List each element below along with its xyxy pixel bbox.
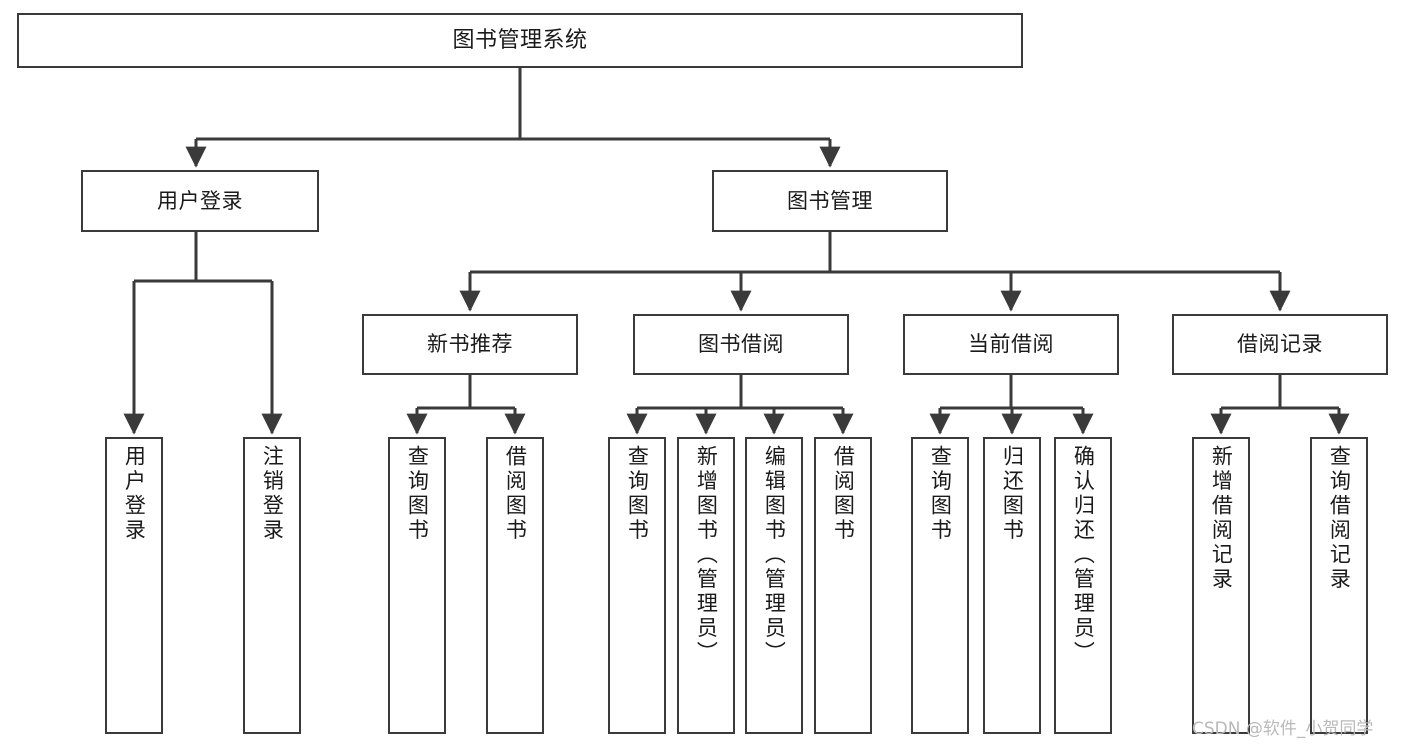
node-borrow-records-label: 借阅记录 bbox=[1237, 332, 1323, 357]
node-current-borrow-label: 当前借阅 bbox=[968, 332, 1054, 357]
node-leaf-borrow-book-rec[interactable]: 借阅图书 bbox=[486, 437, 544, 734]
node-leaf-borrow-book-label: 借阅图书 bbox=[831, 445, 856, 543]
node-leaf-edit-book[interactable]: 编辑图书（管理员） bbox=[745, 437, 803, 734]
node-leaf-query-book-rec[interactable]: 查询图书 bbox=[388, 437, 446, 734]
csdn-watermark: CSDN @软件_小贺同学 bbox=[1192, 719, 1374, 739]
node-current-borrow[interactable]: 当前借阅 bbox=[903, 314, 1119, 375]
node-leaf-borrow-book[interactable]: 借阅图书 bbox=[814, 437, 872, 734]
node-new-book-recommend[interactable]: 新书推荐 bbox=[362, 314, 578, 375]
node-root[interactable]: 图书管理系统 bbox=[17, 13, 1023, 68]
node-leaf-query-book-rec-label: 查询图书 bbox=[405, 445, 430, 543]
node-book-borrow[interactable]: 图书借阅 bbox=[633, 314, 849, 375]
node-leaf-logout[interactable]: 注销登录 bbox=[243, 437, 301, 734]
node-root-label: 图书管理系统 bbox=[452, 27, 588, 53]
node-leaf-confirm-return-label: 确认归还（管理员） bbox=[1071, 445, 1096, 666]
node-leaf-query-book-current[interactable]: 查询图书 bbox=[911, 437, 969, 734]
node-leaf-query-record-label: 查询借阅记录 bbox=[1327, 445, 1352, 592]
node-leaf-edit-book-label: 编辑图书（管理员） bbox=[762, 445, 787, 666]
node-user-login[interactable]: 用户登录 bbox=[81, 170, 319, 232]
node-leaf-add-record-label: 新增借阅记录 bbox=[1209, 445, 1234, 592]
node-leaf-query-book-current-label: 查询图书 bbox=[928, 445, 953, 543]
node-leaf-query-record[interactable]: 查询借阅记录 bbox=[1310, 437, 1368, 734]
node-book-borrow-label: 图书借阅 bbox=[698, 332, 784, 357]
node-leaf-add-record[interactable]: 新增借阅记录 bbox=[1192, 437, 1250, 734]
node-book-manage-label: 图书管理 bbox=[787, 188, 873, 213]
node-new-book-recommend-label: 新书推荐 bbox=[427, 332, 513, 357]
node-book-manage[interactable]: 图书管理 bbox=[712, 170, 948, 232]
node-leaf-return-book[interactable]: 归还图书 bbox=[983, 437, 1041, 734]
node-leaf-logout-label: 注销登录 bbox=[260, 445, 285, 543]
node-leaf-borrow-book-rec-label: 借阅图书 bbox=[503, 445, 528, 543]
node-leaf-user-login-label: 用户登录 bbox=[122, 445, 147, 543]
node-leaf-confirm-return[interactable]: 确认归还（管理员） bbox=[1054, 437, 1112, 734]
node-leaf-query-book-borrow-label: 查询图书 bbox=[625, 445, 650, 543]
node-leaf-user-login[interactable]: 用户登录 bbox=[105, 437, 163, 734]
node-borrow-records[interactable]: 借阅记录 bbox=[1172, 314, 1388, 375]
node-leaf-return-book-label: 归还图书 bbox=[1000, 445, 1025, 543]
node-user-login-label: 用户登录 bbox=[157, 188, 243, 213]
node-leaf-add-book-label: 新增图书（管理员） bbox=[694, 445, 719, 666]
node-leaf-add-book[interactable]: 新增图书（管理员） bbox=[677, 437, 735, 734]
node-leaf-query-book-borrow[interactable]: 查询图书 bbox=[608, 437, 666, 734]
